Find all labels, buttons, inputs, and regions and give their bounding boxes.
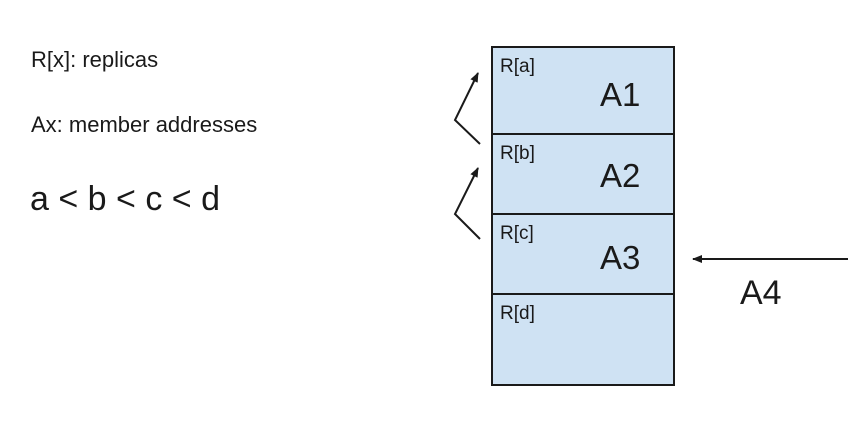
member-label: A3 xyxy=(600,239,641,276)
replica-label: R[a] xyxy=(500,56,535,77)
shift-arrow-c-to-b xyxy=(453,167,481,240)
member-label: A2 xyxy=(600,157,641,194)
stack-cell-c: R[c] A3 xyxy=(493,215,673,295)
legend-replicas: R[x]: replicas xyxy=(31,47,159,72)
stack-cell-d: R[d] xyxy=(493,295,673,384)
ordering-expression: a < b < c < d xyxy=(30,180,220,218)
replica-label: R[b] xyxy=(500,143,535,164)
replica-stack: R[a] A1 R[b] A2 R[c] A3 R[d] xyxy=(491,46,675,386)
legend-member-addresses: Ax: member addresses xyxy=(31,112,258,137)
stack-cell-a: R[a] A1 xyxy=(493,48,673,135)
incoming-member-label: A4 xyxy=(740,274,782,312)
shift-arrow-b-to-a xyxy=(453,72,481,145)
replica-label: R[c] xyxy=(500,223,534,244)
member-label: A1 xyxy=(600,76,641,113)
stack-cell-b: R[b] A2 xyxy=(493,135,673,215)
replica-label: R[d] xyxy=(500,303,535,324)
